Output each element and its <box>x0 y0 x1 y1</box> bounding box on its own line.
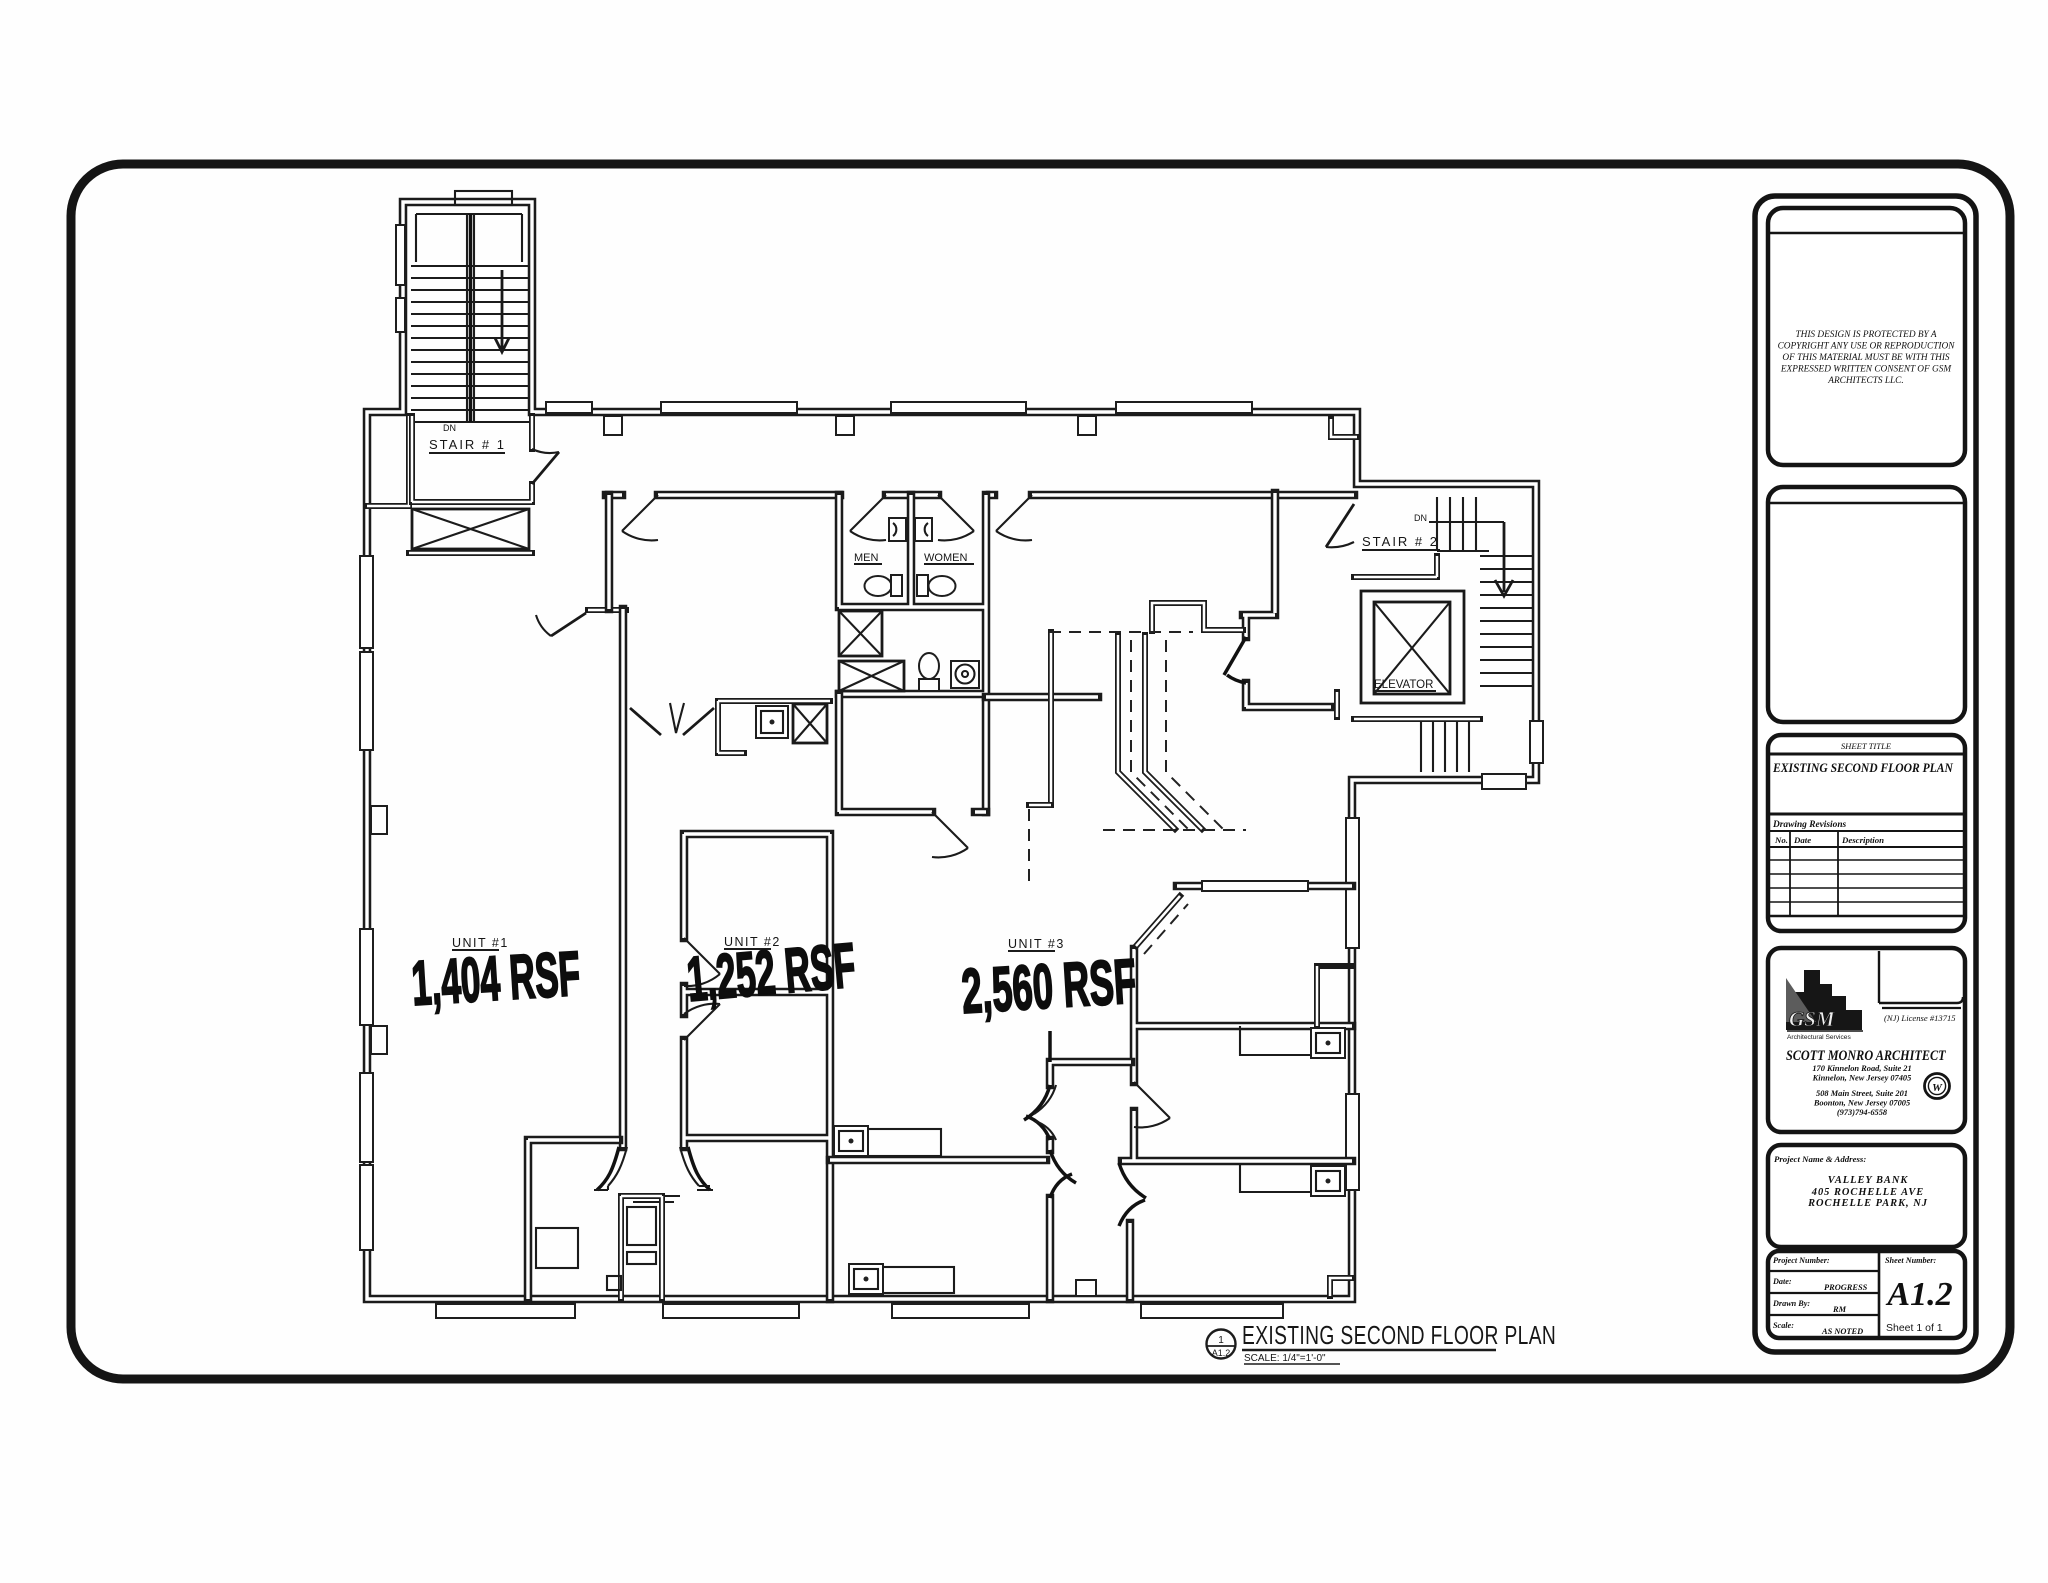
svg-text:Drawing Revisions: Drawing Revisions <box>1772 820 1847 830</box>
svg-text:WOMEN: WOMEN <box>924 552 967 564</box>
svg-text:OF THIS MATERIAL MUST BE WITH: OF THIS MATERIAL MUST BE WITH THIS <box>1782 353 1950 363</box>
svg-text:Sheet 1 of 1: Sheet 1 of 1 <box>1886 1322 1943 1334</box>
svg-text:VALLEY BANK: VALLEY BANK <box>1828 1175 1909 1186</box>
svg-text:AS NOTED: AS NOTED <box>1821 1327 1863 1336</box>
svg-text:Boonton, New Jersey 07005: Boonton, New Jersey 07005 <box>1813 1099 1910 1108</box>
svg-text:UNIT #2: UNIT #2 <box>724 935 781 949</box>
svg-text:UNIT #3: UNIT #3 <box>1008 937 1065 951</box>
svg-text:ELEVATOR: ELEVATOR <box>1374 679 1433 691</box>
svg-text:PROGRESS: PROGRESS <box>1824 1283 1868 1292</box>
svg-text:EXISTING SECOND FLOOR PLAN: EXISTING SECOND FLOOR PLAN <box>1772 761 1954 776</box>
svg-text:A1.2: A1.2 <box>1885 1276 1952 1313</box>
svg-text:Date:: Date: <box>1772 1277 1792 1286</box>
svg-text:EXISTING SECOND FLOOR PLAN: EXISTING SECOND FLOOR PLAN <box>1242 1320 1556 1350</box>
svg-text:ARCHITECTS LLC.: ARCHITECTS LLC. <box>1827 376 1903 386</box>
svg-text:Description: Description <box>1841 835 1884 845</box>
svg-text:Scale:: Scale: <box>1773 1321 1794 1330</box>
svg-text:Sheet Number:: Sheet Number: <box>1885 1256 1936 1265</box>
svg-text:2,560 RSF: 2,560 RSF <box>959 945 1138 1026</box>
svg-text:1,404 RSF: 1,404 RSF <box>410 938 583 1018</box>
svg-text:Kinnelon, New Jersey 07405: Kinnelon, New Jersey 07405 <box>1812 1074 1912 1083</box>
svg-text:Drawn By:: Drawn By: <box>1772 1299 1810 1308</box>
svg-text:SHEET TITLE: SHEET TITLE <box>1841 741 1892 751</box>
svg-text:W: W <box>1932 1082 1943 1094</box>
svg-text:SCOTT MONRO ARCHITECT: SCOTT MONRO ARCHITECT <box>1786 1047 1946 1063</box>
svg-text:COPYRIGHT ANY USE OR REPRODUCT: COPYRIGHT ANY USE OR REPRODUCTION <box>1778 342 1956 352</box>
svg-text:DN: DN <box>443 423 456 433</box>
svg-text:Project Number:: Project Number: <box>1773 1256 1830 1265</box>
svg-text:Date: Date <box>1793 835 1811 845</box>
svg-text:UNIT #1: UNIT #1 <box>452 936 509 950</box>
svg-text:No.: No. <box>1774 835 1788 845</box>
svg-text:GSM: GSM <box>1789 1007 1836 1031</box>
svg-text:405 ROCHELLE AVE: 405 ROCHELLE AVE <box>1811 1187 1924 1198</box>
svg-text:(NJ) License #13715: (NJ) License #13715 <box>1884 1013 1956 1023</box>
svg-text:ROCHELLE PARK, NJ: ROCHELLE PARK, NJ <box>1807 1198 1928 1209</box>
svg-text:DN: DN <box>1414 513 1427 523</box>
svg-text:RM: RM <box>1832 1305 1847 1314</box>
svg-text:(973)794-6558: (973)794-6558 <box>1837 1108 1888 1117</box>
svg-text:STAIR # 2: STAIR # 2 <box>1362 534 1439 549</box>
svg-text:Project Name & Address:: Project Name & Address: <box>1774 1154 1866 1164</box>
svg-text:170 Kinnelon Road, Suite 21: 170 Kinnelon Road, Suite 21 <box>1812 1064 1911 1073</box>
svg-text:508 Main Street, Suite 201: 508 Main Street, Suite 201 <box>1816 1089 1908 1098</box>
svg-text:1: 1 <box>1218 1335 1224 1346</box>
svg-text:A1.2: A1.2 <box>1212 1348 1231 1358</box>
svg-text:SCALE: 1/4"=1'-0": SCALE: 1/4"=1'-0" <box>1244 1353 1326 1364</box>
svg-text:MEN: MEN <box>854 552 879 564</box>
svg-text:THIS DESIGN IS PROTECTED BY A: THIS DESIGN IS PROTECTED BY A <box>1795 330 1936 340</box>
svg-text:Architectural Services: Architectural Services <box>1787 1034 1851 1041</box>
svg-text:1,252 RSF: 1,252 RSF <box>684 930 858 1015</box>
svg-text:STAIR # 1: STAIR # 1 <box>429 437 506 452</box>
svg-text:EXPRESSED WRITTEN CONSENT OF G: EXPRESSED WRITTEN CONSENT OF GSM <box>1780 365 1953 375</box>
